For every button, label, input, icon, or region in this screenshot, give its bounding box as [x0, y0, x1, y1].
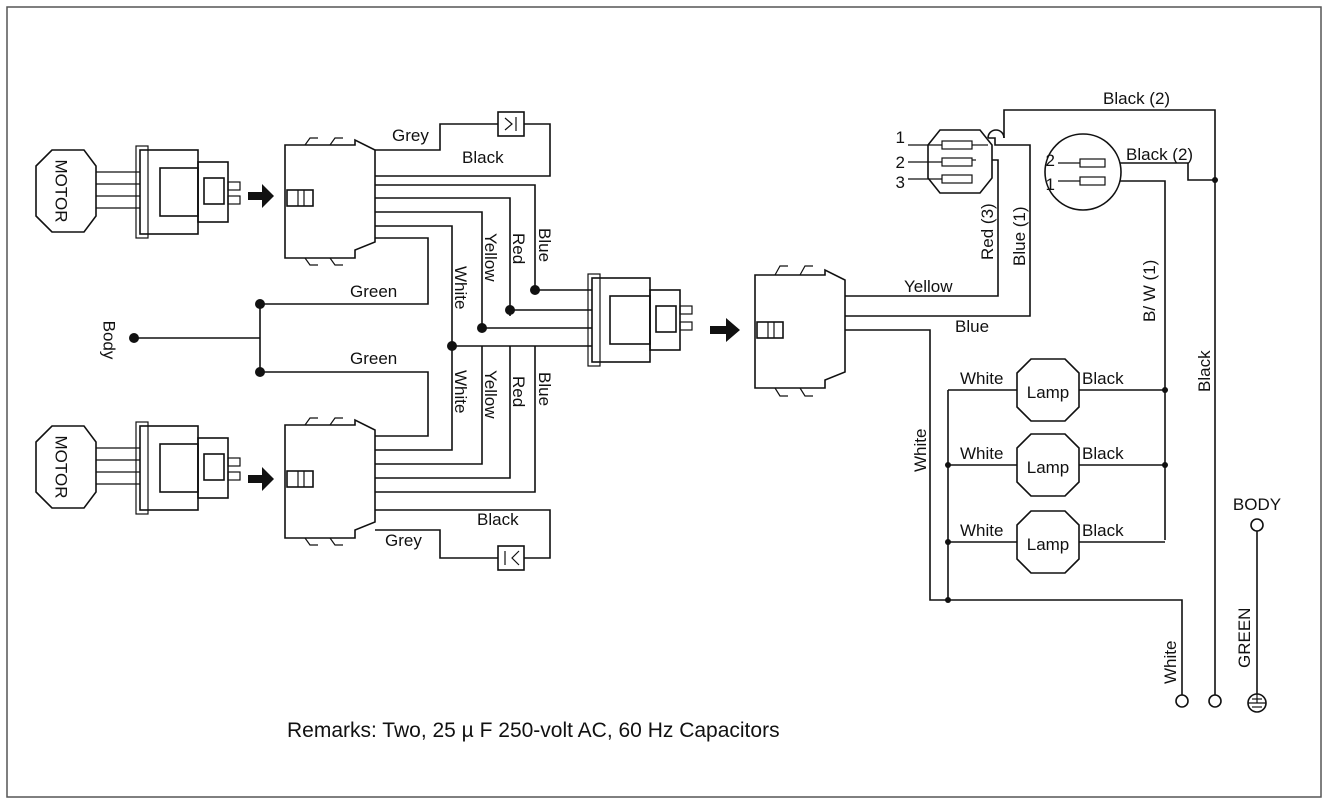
motor-top-plug — [135, 145, 241, 239]
label-white-top: White — [451, 266, 470, 309]
bus-wires — [447, 285, 592, 351]
arrow-icon — [248, 184, 274, 208]
wires-top-connector — [260, 184, 536, 346]
receptacle-pin-2: 2 — [1046, 151, 1055, 170]
capacitor-bottom — [375, 509, 551, 571]
lamp-1-white: White — [960, 369, 1003, 388]
label-green-terminal: GREEN — [1235, 608, 1254, 668]
label-black-top: Black — [462, 148, 504, 167]
label-grey-bottom: Grey — [385, 531, 422, 550]
label-blue-top: Blue — [535, 228, 554, 262]
label-body-terminal: BODY — [1233, 495, 1281, 514]
lamp-3: Lamp White Black — [945, 510, 1165, 574]
lamp-2-black: Black — [1082, 444, 1124, 463]
switch-pin-3: 3 — [896, 173, 905, 192]
label-blue-right: Blue — [955, 317, 989, 336]
label-bw-1: B/ W (1) — [1140, 260, 1159, 322]
label-black-vertical: Black — [1195, 350, 1214, 392]
remarks-text: Remarks: Two, 25 µ F 250-volt AC, 60 Hz … — [287, 719, 780, 742]
arrow-icon — [248, 467, 274, 491]
motor-top-leads — [96, 171, 140, 209]
lamp-label: Lamp — [1027, 458, 1070, 477]
motor-bottom: MOTOR — [35, 425, 97, 509]
label-black-2-top: Black (2) — [1103, 89, 1170, 108]
label-white-vertical: White — [911, 429, 930, 472]
label-yellow-right: Yellow — [904, 277, 953, 296]
receptacle-pin-1: 1 — [1046, 175, 1055, 194]
motor-top: MOTOR — [35, 149, 97, 233]
label-blue-1: Blue (1) — [1010, 206, 1029, 266]
label-white-terminal: White — [1161, 641, 1180, 684]
label-red-3: Red (3) — [978, 203, 997, 260]
wires-right — [845, 109, 1218, 695]
motor-top-label: MOTOR — [52, 160, 71, 223]
motor-bottom-plug — [135, 421, 241, 515]
rotary-switch: 1 2 3 — [896, 128, 993, 194]
connector-right — [754, 265, 846, 397]
label-yellow-top: Yellow — [481, 233, 500, 282]
label-red-top: Red — [509, 233, 528, 264]
lamp-label: Lamp — [1027, 383, 1070, 402]
connector-bottom — [284, 417, 376, 546]
lamp-3-white: White — [960, 521, 1003, 540]
capacitor-top — [375, 111, 551, 177]
switch-pin-2: 2 — [896, 153, 905, 172]
lamp-switch-circle: 2 1 — [1044, 133, 1122, 211]
lamp-2: Lamp White Black — [945, 433, 1168, 497]
lamp-1-black: Black — [1082, 369, 1124, 388]
label-body: Body — [100, 321, 119, 360]
label-green-top: Green — [350, 282, 397, 301]
diagram-frame — [6, 6, 1322, 798]
connector-top — [284, 137, 376, 266]
arrow-icon — [710, 318, 740, 342]
label-black-bottom: Black — [477, 510, 519, 529]
center-plug — [587, 273, 693, 367]
label-grey-top: Grey — [392, 126, 429, 145]
switch-pin-1: 1 — [896, 128, 905, 147]
terminals — [1175, 518, 1267, 713]
label-black-2-mid: Black (2) — [1126, 145, 1193, 164]
label-yellow-bottom: Yellow — [481, 370, 500, 419]
motor-bottom-label: MOTOR — [52, 436, 71, 499]
lamp-label: Lamp — [1027, 535, 1070, 554]
label-blue-bottom: Blue — [535, 372, 554, 406]
label-white-bottom: White — [451, 370, 470, 413]
lamp-2-white: White — [960, 444, 1003, 463]
wires-bottom-connector — [260, 346, 536, 493]
lamp-3-black: Black — [1082, 521, 1124, 540]
motor-bottom-leads — [96, 447, 140, 485]
lamp-1: Lamp White Black — [948, 358, 1168, 422]
body-ground-node — [129, 299, 265, 377]
label-red-bottom: Red — [509, 376, 528, 407]
label-green-bottom: Green — [350, 349, 397, 368]
